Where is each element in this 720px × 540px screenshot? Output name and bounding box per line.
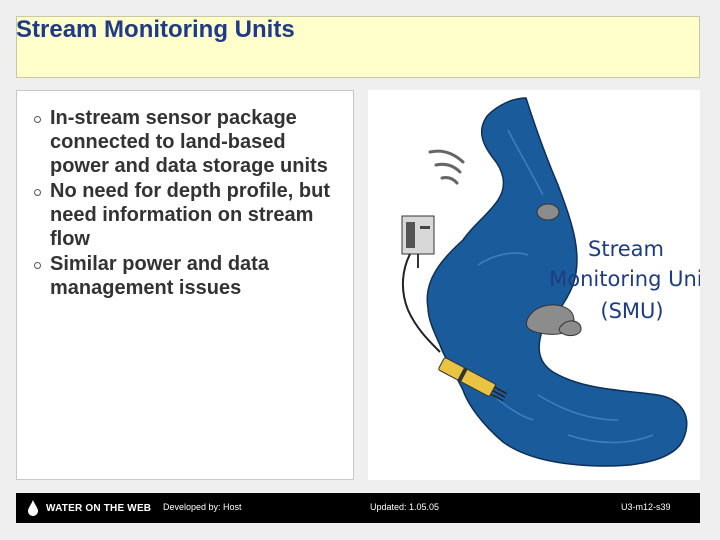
bullet-dot-icon [34, 262, 41, 269]
signal-wave [428, 149, 465, 164]
smu-label-line-3: (SMU) [600, 299, 663, 323]
bullet-dot-icon [34, 189, 41, 196]
sensor-probe [438, 357, 508, 402]
smu-label-line-2: Monitoring Unit [549, 267, 700, 291]
stream-current [537, 394, 619, 421]
signal-wave [440, 176, 459, 185]
bullet-text: No need for depth profile, but need info… [50, 180, 330, 250]
footer-bar: WATER ON THE WEB Developed by: Host Upda… [16, 493, 700, 523]
signal-wave [434, 162, 462, 174]
stream-current [477, 252, 529, 266]
rock [536, 203, 560, 221]
data-logger-box [401, 215, 435, 268]
content-panel [16, 90, 354, 480]
water-drop-icon [28, 500, 38, 516]
title-bar [16, 16, 700, 78]
stream-current [487, 389, 534, 421]
stream-current [507, 129, 544, 196]
bullet-item: No need for depth profile, but need info… [34, 179, 334, 251]
stream-current [567, 434, 654, 444]
bullet-text: Similar power and data management issues [50, 253, 269, 299]
bullet-dot-icon [34, 116, 41, 123]
bullet-list: In-stream sensor package connected to la… [34, 106, 334, 301]
stream-illustration: Stream Monitoring Unit (SMU) [368, 90, 711, 480]
rock [558, 320, 582, 337]
updated-text: Updated: 1.05.05 [370, 502, 440, 512]
slide-title: Stream Monitoring Units [16, 16, 295, 43]
water-on-the-web-logo: WATER ON THE WEB [26, 499, 151, 517]
bullet-text: In-stream sensor package connected to la… [50, 107, 328, 177]
logo-text: WATER ON THE WEB [46, 502, 152, 514]
sensor-cable [402, 253, 441, 353]
bullet-item: In-stream sensor package connected to la… [34, 106, 334, 178]
developed-by-text: Developed by: Host [163, 502, 242, 512]
slide-id-text: U3-m12-s39 [621, 502, 671, 512]
smu-label-line-1: Stream [588, 237, 664, 261]
stream-drawing: Stream Monitoring Unit (SMU) [401, 97, 711, 467]
bullet-item: Similar power and data management issues [34, 252, 334, 300]
